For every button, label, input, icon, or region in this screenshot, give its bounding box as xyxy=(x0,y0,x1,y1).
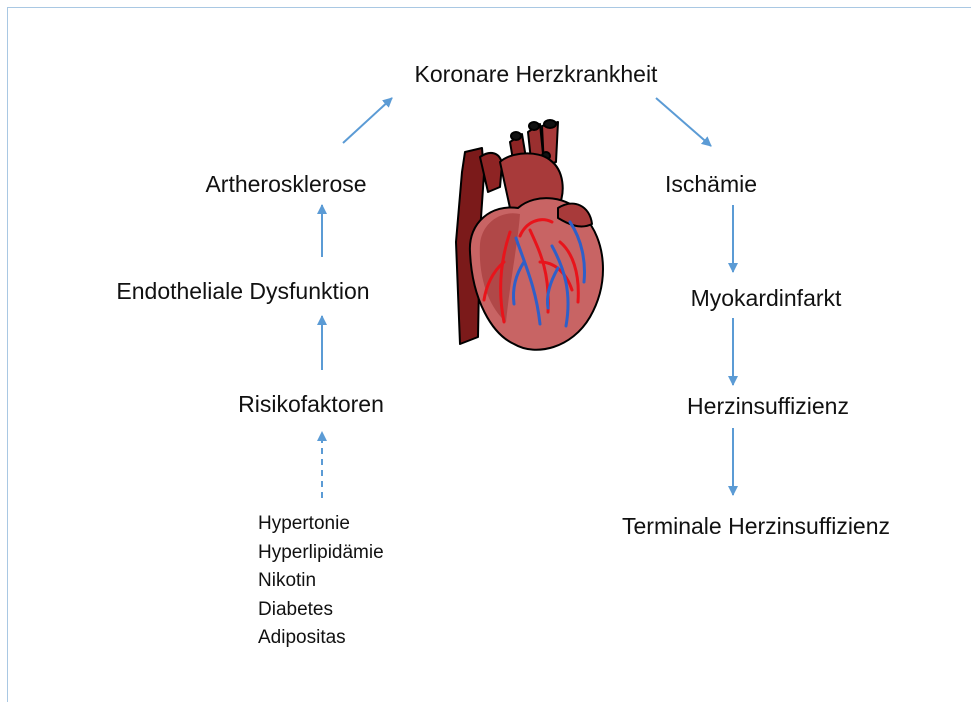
node-endotheliale-dysfunktion: Endotheliale Dysfunktion xyxy=(116,277,369,305)
anatomical-heart-icon xyxy=(440,112,620,352)
node-risikofaktoren: Risikofaktoren xyxy=(238,390,384,418)
risk-factor-item: Hypertonie xyxy=(258,510,384,539)
arrow-atherosclerosis-to-chd xyxy=(343,98,392,143)
arrow-chd-to-ischemia xyxy=(656,98,711,146)
node-myokardinfarkt: Myokardinfarkt xyxy=(691,284,842,312)
node-artherosklerose: Artherosklerose xyxy=(205,170,366,198)
risk-factor-item: Hyperlipidämie xyxy=(258,539,384,568)
node-koronare-herzkrankheit: Koronare Herzkrankheit xyxy=(415,60,658,88)
risk-factor-item: Nikotin xyxy=(258,567,384,596)
node-herzinsuffizienz: Herzinsuffizienz xyxy=(687,392,849,420)
node-terminale-herzinsuffizienz: Terminale Herzinsuffizienz xyxy=(622,512,890,540)
risk-factor-list: Hypertonie Hyperlipidämie Nikotin Diabet… xyxy=(258,510,384,653)
risk-factor-item: Diabetes xyxy=(258,596,384,625)
node-ischaemie: Ischämie xyxy=(665,170,757,198)
risk-factor-item: Adipositas xyxy=(258,624,384,653)
